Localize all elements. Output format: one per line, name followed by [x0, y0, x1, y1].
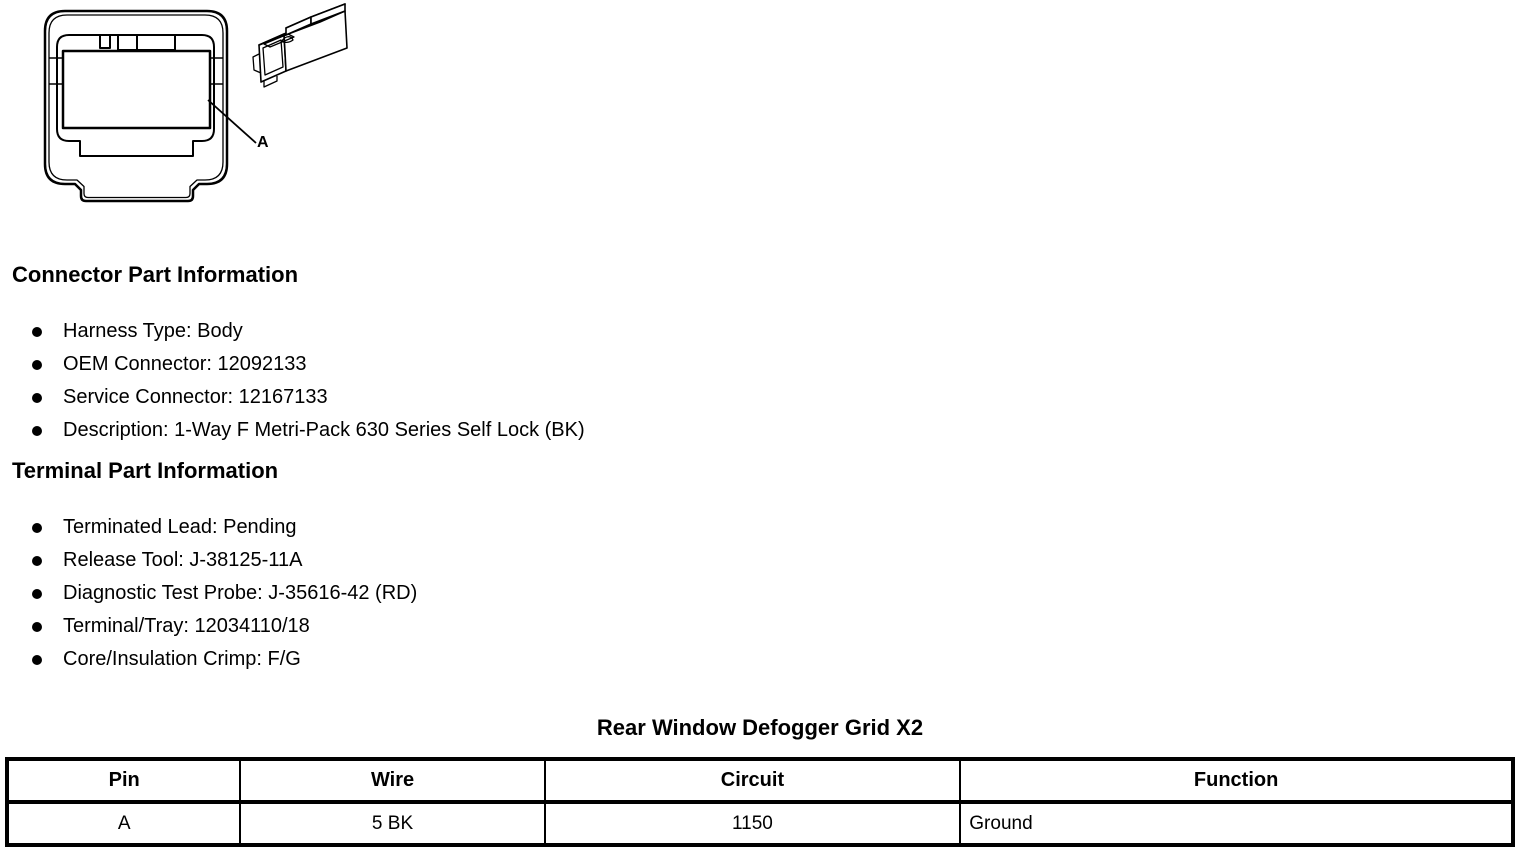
connector-part-info-list: Harness Type: Body OEM Connector: 120921… [0, 315, 585, 447]
cell-function: Ground [959, 802, 1513, 845]
list-item-text: Description: 1-Way F Metri-Pack 630 Seri… [63, 419, 585, 441]
list-item-text: Terminated Lead: Pending [63, 516, 297, 538]
bullet-icon [32, 621, 42, 632]
connector-figure: A [0, 0, 420, 218]
terminal-part-info-list: Terminated Lead: Pending Release Tool: J… [0, 511, 417, 676]
callout-label-a: A [257, 134, 269, 151]
pinout-table: Pin Wire Circuit Function A 5 BK 1150 Gr… [5, 757, 1515, 847]
list-item-text: Core/Insulation Crimp: F/G [63, 648, 301, 670]
bullet-icon [32, 326, 42, 337]
list-item: Core/Insulation Crimp: F/G [0, 643, 417, 676]
connector-part-info-heading: Connector Part Information [12, 262, 299, 287]
cell-pin: A [117, 812, 131, 834]
list-item: Terminated Lead: Pending [0, 511, 417, 544]
terminal-part-info-heading: Terminal Part Information [12, 458, 279, 483]
pinout-table-title: Rear Window Defogger Grid X2 [596, 715, 924, 740]
column-header-wire: Wire [239, 759, 545, 804]
list-item-text: Release Tool: J-38125-11A [63, 549, 303, 571]
bullet-icon [32, 588, 42, 599]
list-item: Terminal/Tray: 12034110/18 [0, 610, 417, 643]
bullet-icon [32, 425, 42, 436]
list-item: Service Connector: 12167133 [0, 381, 585, 414]
list-item-text: Terminal/Tray: 12034110/18 [63, 615, 310, 637]
list-item: OEM Connector: 12092133 [0, 348, 585, 381]
column-header-circuit: Circuit [543, 759, 961, 804]
table-row: A 5 BK 1150 Ground [7, 802, 1513, 845]
table-header-row: Pin Wire Circuit Function [7, 759, 1513, 804]
bullet-icon [32, 392, 42, 403]
bullet-icon [32, 522, 42, 533]
bullet-icon [32, 555, 42, 566]
cell-wire: 5 BK [239, 802, 545, 845]
list-item: Description: 1-Way F Metri-Pack 630 Seri… [0, 414, 585, 447]
list-item: Diagnostic Test Probe: J-35616-42 (RD) [0, 577, 417, 610]
list-item-text: Harness Type: Body [63, 320, 243, 342]
list-item-text: Service Connector: 12167133 [63, 386, 328, 408]
list-item: Harness Type: Body [0, 315, 585, 348]
list-item: Release Tool: J-38125-11A [0, 544, 417, 577]
list-item-text: Diagnostic Test Probe: J-35616-42 (RD) [63, 582, 418, 604]
column-header-function: Function [959, 759, 1513, 804]
column-header-pin: Pin [7, 759, 241, 804]
list-item-text: OEM Connector: 12092133 [63, 353, 307, 375]
cell-circuit: 1150 [543, 802, 961, 845]
callout-leader-line [207, 99, 257, 144]
connector-front-view-drawing [43, 9, 257, 203]
connector-isometric-drawing [252, 3, 348, 88]
bullet-icon [32, 654, 42, 665]
bullet-icon [32, 359, 42, 370]
